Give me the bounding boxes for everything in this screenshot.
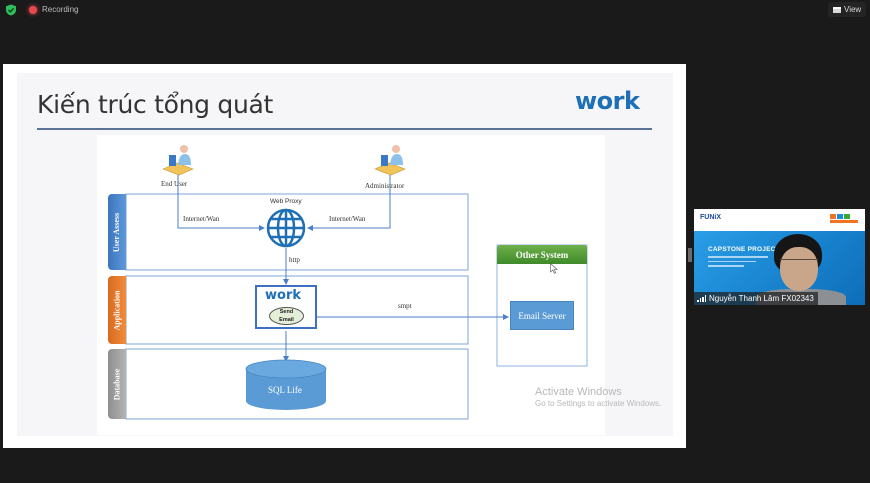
web-proxy-globe-icon	[266, 208, 306, 248]
end-user-to-proxy-link	[177, 175, 265, 231]
work-application-box: work Send Email	[255, 285, 317, 329]
work-logo: work	[575, 87, 640, 115]
admin-to-proxy-link	[307, 175, 391, 231]
activate-windows-subtitle: Go to Settings to activate Windows.	[535, 399, 662, 408]
lane-user-assess-tab: User Assess	[108, 194, 126, 270]
lane-application-label: Application	[112, 289, 122, 331]
other-system-header: Other System	[497, 245, 587, 264]
email-server-node: Email Server	[510, 301, 574, 330]
lane-user-assess-label: User Assess	[112, 212, 122, 252]
view-button[interactable]: View	[828, 2, 867, 17]
capstone-headline: CAPSTONE PROJECT	[708, 246, 780, 253]
work-mini-logo: work	[265, 288, 301, 303]
activate-windows-watermark: Activate Windows Go to Settings to activ…	[535, 386, 661, 408]
participant-face	[780, 247, 818, 291]
lane-application-frame	[125, 275, 469, 345]
smtp-label: smpt	[398, 302, 412, 310]
participant-name-bar: Nguyễn Thanh Lâm FX02343	[694, 292, 818, 305]
view-label: View	[844, 5, 862, 14]
administrator-label: Administrator	[365, 182, 405, 190]
architecture-diagram: End User Administrator Web Proxy Interne…	[97, 135, 605, 435]
funix-logo: FUNiX	[700, 214, 721, 221]
end-user-icon	[162, 145, 194, 176]
lane-database-frame	[125, 348, 469, 420]
shared-screen: Kiến trúc tổng quát work	[3, 64, 686, 448]
lane-database-tab: Database	[108, 349, 126, 419]
view-grid-icon	[833, 6, 841, 13]
send-email-node: Send Email	[269, 307, 304, 325]
participant-glasses	[780, 259, 818, 265]
http-label: http	[289, 256, 300, 264]
capstone-subtext	[708, 256, 768, 270]
internet-wan-right-label: Internet/Wan	[329, 215, 366, 223]
web-proxy-label: Web Proxy	[270, 198, 302, 205]
lane-application-tab: Application	[108, 276, 126, 344]
sql-database-icon	[245, 359, 327, 410]
video-slide-header	[694, 209, 865, 231]
presentation-slide: Kiến trúc tổng quát work	[17, 73, 673, 436]
panel-resize-handle[interactable]	[688, 248, 690, 262]
connection-signal-icon	[697, 295, 706, 302]
administrator-icon	[374, 145, 406, 176]
title-divider	[37, 128, 652, 130]
lane-database-label: Database	[112, 368, 122, 400]
send-email-line1: Send	[279, 309, 294, 315]
internet-wan-left-label: Internet/Wan	[183, 215, 220, 223]
fpt-university-logo	[830, 214, 858, 224]
security-shield-icon[interactable]	[5, 4, 17, 16]
mouse-cursor-icon	[550, 263, 558, 274]
send-email-line2: Email	[279, 316, 294, 323]
recording-icon[interactable]	[29, 6, 37, 14]
end-user-label: End User	[161, 180, 188, 188]
participant-video-tile[interactable]: FUNiX CAPSTONE PROJECT Nguyễn Thanh Lâm …	[694, 209, 865, 305]
participant-name: Nguyễn Thanh Lâm FX02343	[709, 294, 814, 303]
lane-user-assess-frame	[125, 193, 469, 271]
database-label: SQL Life	[268, 385, 302, 395]
slide-title: Kiến trúc tổng quát	[37, 90, 274, 119]
recording-label[interactable]: Recording	[42, 5, 79, 14]
activate-windows-title: Activate Windows	[535, 386, 622, 398]
